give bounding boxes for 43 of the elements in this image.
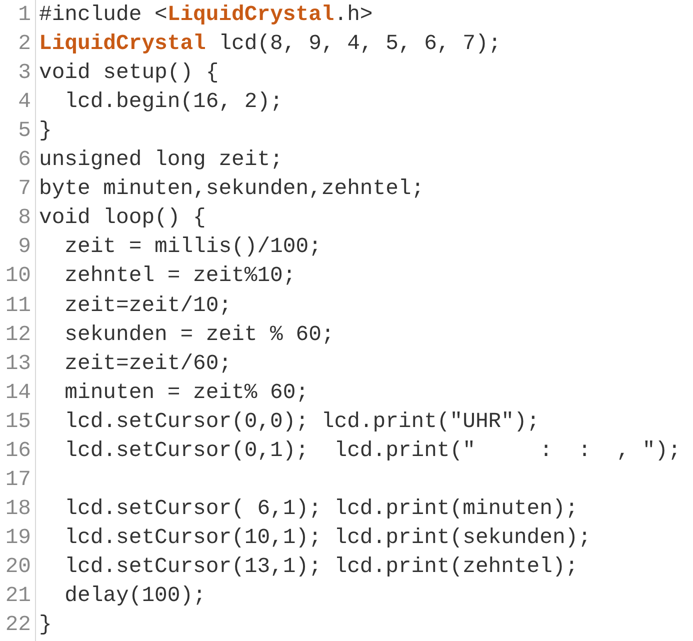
code-line: lcd.begin(16, 2); [64, 89, 283, 116]
line-number: 1 [17, 2, 31, 29]
code-line: void loop() { [39, 205, 206, 232]
code-line: minuten = zeit% 60; [64, 380, 309, 407]
code-line: lcd.setCursor(13,1); lcd.print(zehntel); [64, 554, 578, 581]
line-number: 13 [4, 350, 31, 378]
code-line: byte minuten,sekunden,zehntel; [39, 176, 424, 204]
line-number: 6 [17, 147, 31, 174]
code-line: delay(100); [64, 583, 206, 610]
line-number: 11 [4, 292, 31, 320]
line-number: 10 [4, 263, 31, 290]
line-number: 22 [4, 612, 31, 640]
line-number: 20 [4, 554, 31, 581]
line-number: 7 [17, 176, 31, 204]
line-number: 8 [17, 205, 31, 232]
code-line: zehntel = zeit%10; [64, 263, 296, 290]
line-number: 17 [4, 466, 31, 494]
code-line: zeit=zeit/10; [64, 292, 232, 320]
line-number: 5 [17, 118, 31, 146]
code-line: lcd.setCursor( 6,1); lcd.print(minuten); [64, 496, 578, 523]
code-line: lcd.setCursor(10,1); lcd.print(sekunden); [64, 524, 591, 552]
line-number: 12 [4, 322, 31, 349]
code-line: } [39, 118, 52, 146]
line-number: 21 [4, 583, 31, 610]
line-number: 9 [17, 234, 31, 262]
code-line: lcd.setCursor(0,1); lcd.print(" : : , "); [64, 438, 681, 465]
line-number: 3 [17, 60, 31, 88]
code-line: #include <LiquidCrystal.h> [39, 2, 373, 29]
code-line: LiquidCrystal lcd(8, 9, 4, 5, 6, 7); [39, 31, 502, 58]
line-number: 4 [17, 89, 31, 116]
code-line: lcd.setCursor(0,0); lcd.print("UHR"); [64, 408, 540, 436]
code-line: zeit = millis()/100; [64, 234, 322, 262]
code-line: void setup() { [39, 60, 219, 88]
line-number: 2 [17, 31, 31, 58]
line-number: 14 [4, 380, 31, 407]
line-number: 15 [4, 408, 31, 436]
code-line: sekunden = zeit % 60; [64, 322, 334, 349]
code-line: unsigned long zeit; [39, 147, 283, 174]
code-line: } [39, 612, 52, 640]
line-number: 19 [4, 524, 31, 552]
line-number: 18 [4, 496, 31, 523]
code-line: zeit=zeit/60; [64, 350, 232, 378]
line-number: 16 [4, 438, 31, 465]
